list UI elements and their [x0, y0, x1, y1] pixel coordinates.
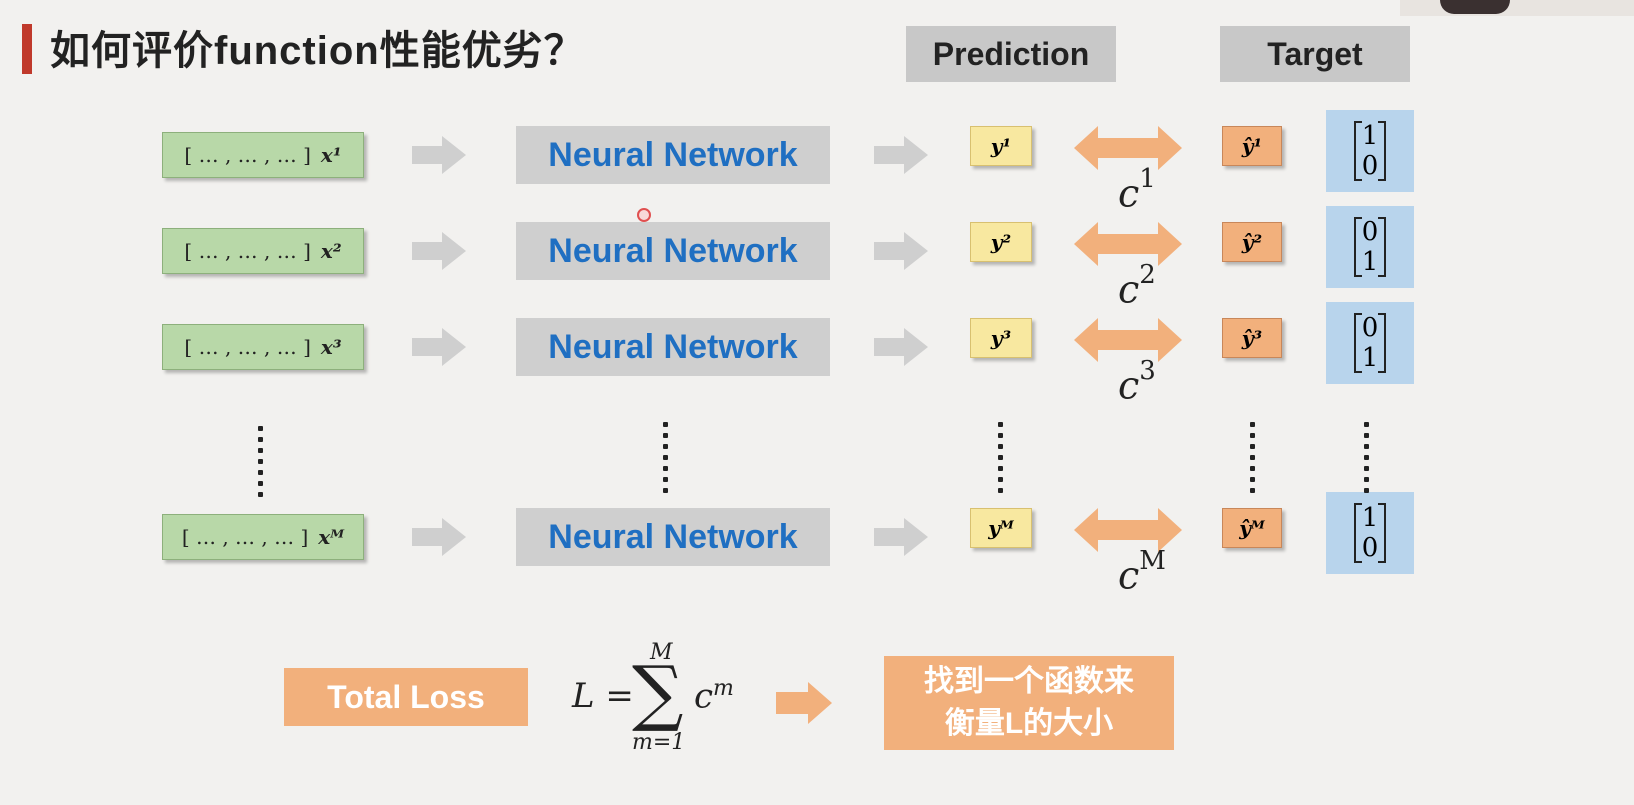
input-vector: [ … , … , … ] xᴹ — [162, 514, 364, 560]
ellipsis-inputs — [258, 426, 264, 497]
double-arrow-icon — [1074, 126, 1182, 170]
formula-sum-symbol: ∑ — [632, 650, 684, 734]
ellipsis-targets — [1250, 422, 1256, 493]
onehot-value: 1 — [1361, 247, 1379, 277]
result-arrow — [776, 682, 832, 724]
neural-network-box: Neural Network — [516, 222, 830, 280]
onehot-value: 0 — [1361, 217, 1379, 247]
ellipsis-onehot — [1364, 422, 1370, 493]
target-box: ŷ¹ — [1222, 126, 1282, 166]
formula-term: cm — [694, 676, 734, 717]
ellipsis-predictions — [998, 422, 1004, 493]
webcam-face — [1440, 0, 1510, 14]
onehot-value: 1 — [1361, 503, 1379, 533]
target-header: Target — [1220, 26, 1410, 82]
prediction-box: y¹ — [970, 126, 1032, 166]
onehot-value: 0 — [1361, 151, 1379, 181]
cost-label: cM — [1118, 546, 1166, 598]
input-vector: [ … , … , … ] x¹ — [162, 132, 364, 178]
arrow-right-icon — [412, 328, 466, 366]
onehot-vector: 1 0 — [1326, 110, 1414, 192]
arrow-right-icon — [874, 232, 928, 270]
onehot-vector: 0 1 — [1326, 206, 1414, 288]
onehot-value: 0 — [1361, 313, 1379, 343]
cost-label: c1 — [1118, 164, 1156, 216]
target-box: ŷ² — [1222, 222, 1282, 262]
input-symbol: xᴹ — [318, 525, 345, 549]
double-arrow-icon — [1074, 222, 1182, 266]
input-symbol: x² — [320, 239, 342, 263]
formula-sum-top: M — [650, 640, 673, 665]
input-vector-text: [ … , … , … ] — [184, 239, 311, 263]
arrow-right-icon — [412, 518, 466, 556]
neural-network-box: Neural Network — [516, 508, 830, 566]
target-box: ŷ³ — [1222, 318, 1282, 358]
cost-label: c2 — [1118, 260, 1156, 312]
arrow-right-icon — [874, 518, 928, 556]
ellipsis-networks — [663, 422, 669, 493]
input-symbol: x¹ — [320, 143, 342, 167]
arrow-right-icon — [412, 232, 466, 270]
onehot-value: 1 — [1361, 343, 1379, 373]
webcam-strip — [1400, 0, 1634, 16]
input-vector-text: [ … , … , … ] — [184, 335, 311, 359]
double-arrow-icon — [1074, 318, 1182, 362]
input-symbol: x³ — [320, 335, 342, 359]
neural-network-box: Neural Network — [516, 126, 830, 184]
input-vector-text: [ … , … , … ] — [184, 143, 311, 167]
formula-lhs: L = — [572, 676, 634, 716]
onehot-value: 0 — [1361, 533, 1379, 563]
total-loss-label: Total Loss — [284, 668, 528, 726]
prediction-box: y² — [970, 222, 1032, 262]
arrow-right-icon — [874, 328, 928, 366]
onehot-value: 1 — [1361, 121, 1379, 151]
result-line-1: 找到一个函数来 — [924, 665, 1134, 698]
pointer-dot — [637, 208, 651, 222]
arrow-right-icon — [412, 136, 466, 174]
input-vector: [ … , … , … ] x² — [162, 228, 364, 274]
cost-label: c3 — [1118, 356, 1156, 408]
onehot-vector: 0 1 — [1326, 302, 1414, 384]
neural-network-box: Neural Network — [516, 318, 830, 376]
double-arrow-icon — [1074, 508, 1182, 552]
target-box: ŷᴹ — [1222, 508, 1282, 548]
formula-sum-bottom: m=1 — [632, 730, 686, 755]
slide-title: 如何评价function性能优劣？ — [50, 29, 585, 73]
prediction-box: yᴹ — [970, 508, 1032, 548]
onehot-vector: 1 0 — [1326, 492, 1414, 574]
input-vector: [ … , … , … ] x³ — [162, 324, 364, 370]
prediction-header: Prediction — [906, 26, 1116, 82]
title-accent-bar — [22, 24, 32, 74]
result-line-2: 衡量L的大小 — [944, 707, 1114, 740]
prediction-box: y³ — [970, 318, 1032, 358]
input-vector-text: [ … , … , … ] — [181, 525, 309, 549]
arrow-right-icon — [874, 136, 928, 174]
result-box: 找到一个函数来 衡量L的大小 — [884, 656, 1174, 750]
